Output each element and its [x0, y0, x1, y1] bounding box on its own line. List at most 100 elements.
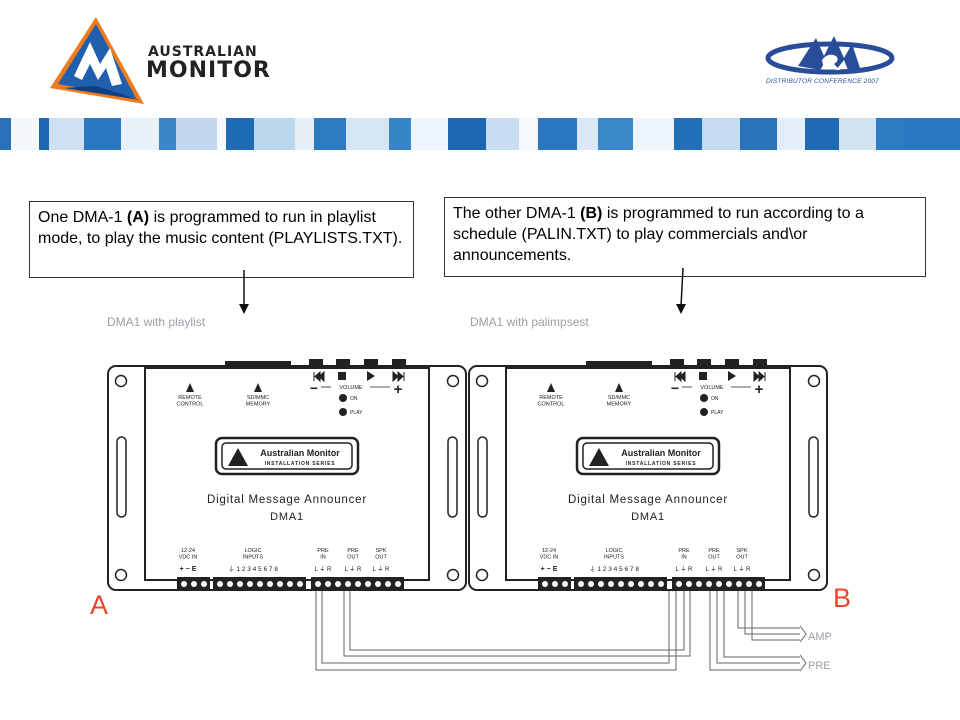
terminal-screw-icon — [598, 581, 604, 587]
led-play-icon — [700, 408, 708, 416]
wire-b-pre-1 — [709, 591, 800, 671]
conference-caption: DISTRIBUTOR CONFERENCE 2007 — [766, 78, 879, 85]
terminal-screw-icon — [181, 581, 187, 587]
wire-b-amp-2 — [744, 591, 800, 635]
terminal-screw-icon — [355, 581, 361, 587]
terminal-screw-icon — [257, 581, 263, 587]
terminal-screw-icon — [716, 581, 722, 587]
terminal-screw-icon — [247, 581, 253, 587]
led-on-icon — [700, 394, 708, 402]
transport-button[interactable] — [670, 359, 684, 369]
next-icon — [753, 370, 766, 383]
mounting-hole-icon — [446, 568, 460, 582]
wire-b-amp-3 — [751, 591, 800, 641]
spk-out-pins: L ⏚ R — [373, 566, 390, 573]
badge-brand-text: Australian Monitor — [621, 448, 701, 458]
volume-plus-icon: + — [394, 381, 403, 398]
stop-icon — [338, 372, 346, 380]
transport-button[interactable] — [753, 359, 767, 369]
pre-out-pins: L ⏚ R — [706, 566, 723, 573]
terminal-screw-icon — [365, 581, 371, 587]
terminal-screw-icon — [542, 581, 548, 587]
transport-button[interactable] — [392, 359, 406, 369]
wire-a-to-b-2 — [321, 591, 670, 664]
pre-in-pins: L ⏚ R — [315, 566, 332, 573]
remote-control-arrow-icon — [186, 383, 194, 392]
next-icon — [392, 370, 405, 383]
wire-b-pre-3 — [723, 591, 800, 658]
volume-minus-icon: − — [671, 380, 679, 396]
terminal-screw-icon — [562, 581, 568, 587]
callout-a-label: (A) — [126, 209, 150, 226]
transport-button[interactable] — [336, 359, 350, 369]
terminal-screw-icon — [578, 581, 584, 587]
transport-button[interactable] — [697, 359, 711, 369]
model-name: DMA1 — [631, 511, 665, 523]
mounting-hole-icon — [475, 374, 489, 388]
terminal-screw-icon — [277, 581, 283, 587]
volume-minus-icon: − — [310, 380, 318, 396]
terminal-screw-icon — [648, 581, 654, 587]
transport-button[interactable] — [725, 359, 739, 369]
terminal-screw-icon — [395, 581, 401, 587]
logic-pins: ⏚ 1 2 3 4 5 6 7 8 — [228, 565, 278, 573]
terminal-screw-icon — [658, 581, 664, 587]
badge-series-text: INSTALLATION SERIES — [626, 461, 697, 467]
logo-wordmark-bottom: MONITOR — [146, 58, 271, 83]
pre-arrow-icon — [799, 654, 807, 672]
previous-icon — [313, 370, 325, 383]
terminal-screw-icon — [325, 581, 331, 587]
terminal-screw-icon — [746, 581, 752, 587]
logo-wordmark-top: AUSTRALIAN — [148, 44, 258, 60]
terminal-screw-icon — [375, 581, 381, 587]
remote-control-arrow-icon — [547, 383, 555, 392]
mounting-hole-icon — [446, 374, 460, 388]
sd-card-slot — [225, 361, 291, 369]
model-name: DMA1 — [270, 511, 304, 523]
terminal-screw-icon — [287, 581, 293, 587]
terminal-screw-icon — [638, 581, 644, 587]
terminal-screw-icon — [315, 581, 321, 587]
wire-b-amp-1 — [737, 591, 800, 629]
terminal-screw-icon — [628, 581, 634, 587]
caption-device-a: DMA1 with playlist — [107, 315, 206, 329]
led-play-icon — [339, 408, 347, 416]
spk-out-pins: L ⏚ R — [734, 566, 751, 573]
led-play-label: PLAY — [711, 410, 724, 416]
wire-a-to-b-4 — [349, 591, 685, 651]
mounting-slot — [116, 436, 127, 518]
callout-b-text-post: is programmed to run according to a sche… — [453, 205, 864, 264]
product-name: Digital Message Announcer — [207, 494, 367, 506]
terminal-screw-icon — [201, 581, 207, 587]
led-play-label: PLAY — [350, 410, 363, 416]
transport-button[interactable] — [309, 359, 323, 369]
sd-card-slot — [586, 361, 652, 369]
mounting-slot — [808, 436, 819, 518]
australian-monitor-logo-icon — [50, 17, 144, 104]
arrow-to-device-b — [680, 267, 684, 307]
badge-logo-icon — [589, 448, 609, 466]
wire-b-pre-2 — [716, 591, 800, 664]
caption-device-b: DMA1 with palimpsest — [470, 315, 589, 329]
terminal-screw-icon — [726, 581, 732, 587]
transport-button[interactable] — [364, 359, 378, 369]
terminal-screw-icon — [686, 581, 692, 587]
terminal-screw-icon — [385, 581, 391, 587]
callout-device-b: The other DMA-1 (B) is programmed to run… — [444, 197, 926, 277]
callout-b-label: (B) — [580, 205, 603, 222]
pre-out-pins: L ⏚ R — [345, 566, 362, 573]
terminal-screw-icon — [552, 581, 558, 587]
terminal-screw-icon — [335, 581, 341, 587]
led-on-label: ON — [350, 396, 358, 402]
